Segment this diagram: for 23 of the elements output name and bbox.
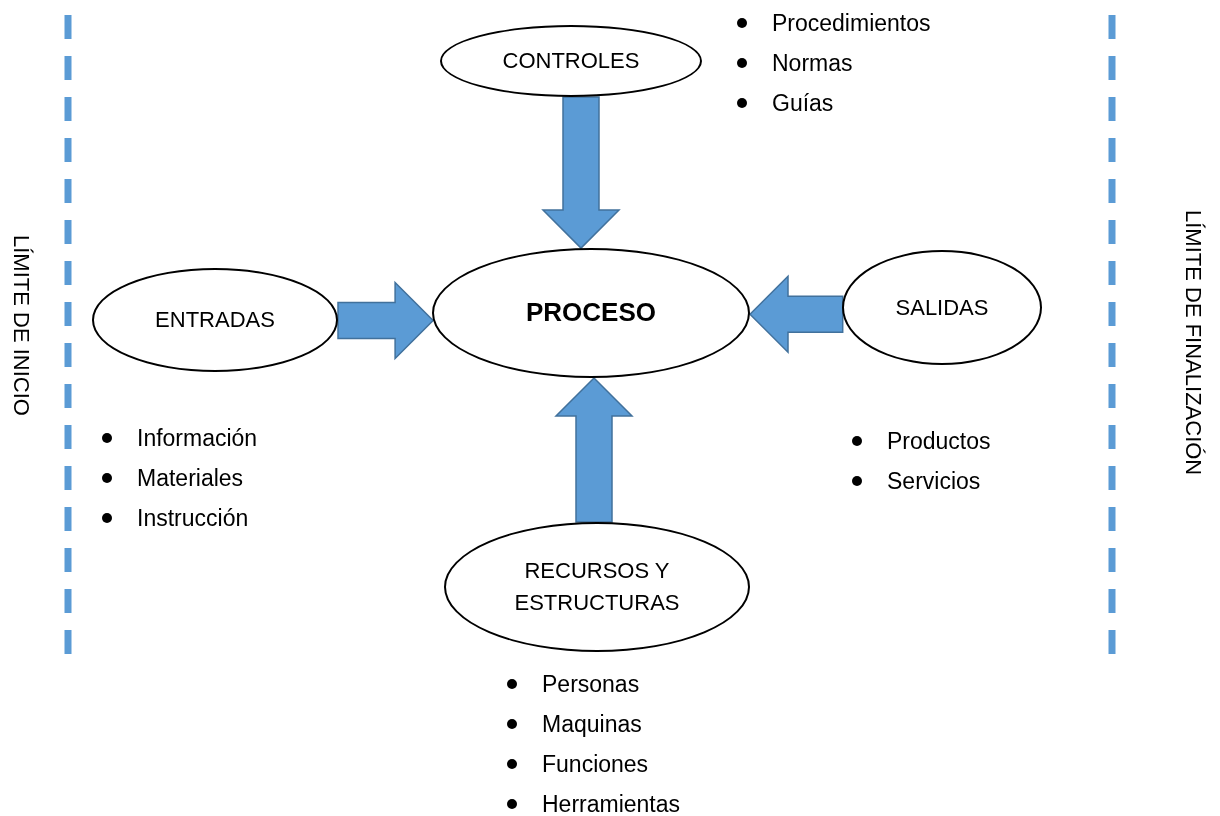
block-arrow	[337, 280, 435, 361]
bullet-item: Normas	[735, 43, 931, 83]
bullet-item: Guías	[735, 83, 931, 123]
bullet-item: Información	[100, 418, 258, 458]
node-label: PROCESO	[525, 296, 657, 330]
bullet-item: Productos	[850, 421, 991, 461]
node-label: SALIDAS	[894, 293, 990, 322]
node-label: RECURSOS Y ESTRUCTURAS	[513, 557, 681, 617]
bullet-item: Servicios	[850, 461, 991, 501]
node-label: ENTRADAS	[154, 306, 276, 335]
block-arrow	[554, 376, 634, 523]
node-label: CONTROLES	[501, 47, 641, 76]
bullet-item: Procedimientos	[735, 3, 931, 43]
bullet-item: Maquinas	[505, 704, 681, 744]
boundary-label: LÍMITE DE INICIO	[8, 235, 34, 416]
bullet-item: Instrucción	[100, 498, 258, 538]
block-arrow	[748, 274, 844, 355]
bullet-item: Herramientas	[505, 784, 681, 816]
bullet-item: Funciones	[505, 744, 681, 784]
boundary-label: LÍMITE DE FINALIZACIÓN	[1180, 210, 1206, 476]
bullet-item: Materiales	[100, 458, 258, 498]
block-arrow	[541, 96, 621, 250]
bullet-item: Personas	[505, 664, 681, 704]
